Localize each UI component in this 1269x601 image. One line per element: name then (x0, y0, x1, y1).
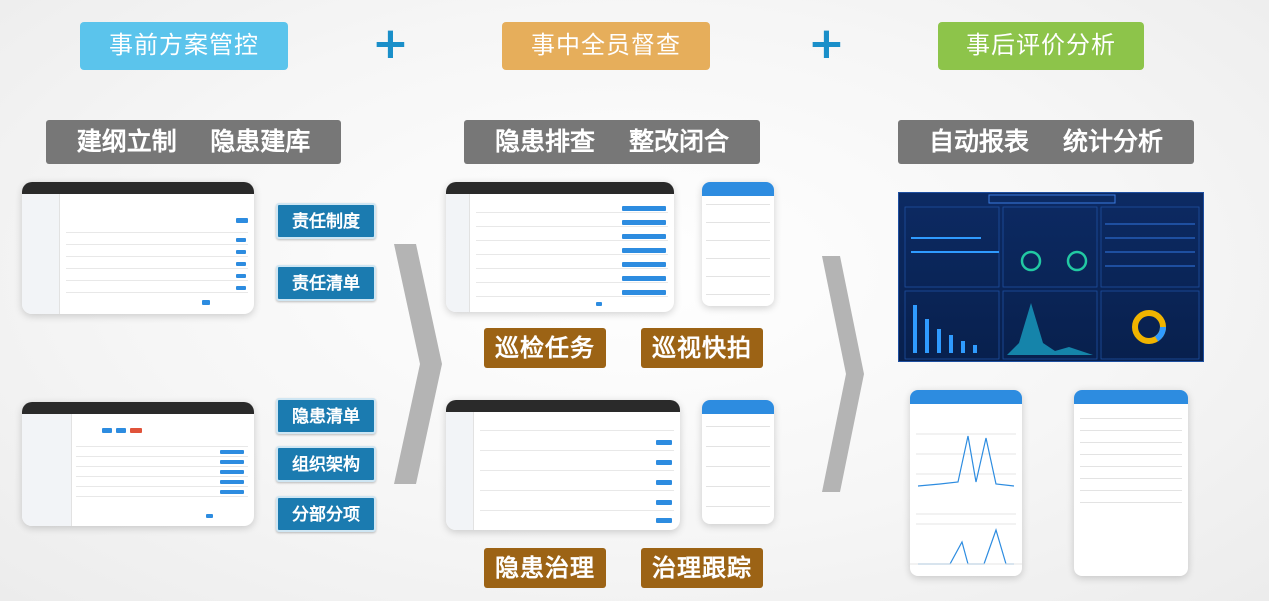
band-post-item: 自动报表 (928, 127, 1029, 156)
screenshot-statistics-dashboard (898, 192, 1204, 362)
band-mid: 隐患排查 整改闭合 (464, 120, 760, 164)
screenshot-hazard-list (22, 402, 254, 526)
tag-patrol-snapshot: 巡视快拍 (641, 328, 763, 368)
flow-arrow-icon (394, 244, 442, 484)
band-mid-item: 整改闭合 (628, 127, 729, 156)
band-pre-item: 隐患建库 (210, 127, 311, 156)
band-pre-item: 建纲立制 (76, 127, 177, 156)
band-mid-item: 隐患排查 (494, 127, 595, 156)
phase-pre-header: 事前方案管控 (80, 22, 288, 70)
band-post: 自动报表 统计分析 (898, 120, 1194, 164)
band-post-item: 统计分析 (1062, 127, 1163, 156)
phase-post-header: 事后评价分析 (938, 22, 1144, 70)
tag-responsibility-system: 责任制度 (276, 203, 376, 239)
tag-org-structure: 组织架构 (276, 446, 376, 482)
screenshot-inspection-tasks (446, 182, 674, 312)
screenshot-governance-tracking (702, 400, 774, 524)
tag-governance-tracking: 治理跟踪 (641, 548, 763, 588)
screenshot-mobile-report-list (1074, 390, 1188, 576)
tag-hazard-list: 隐患清单 (276, 398, 376, 434)
tag-inspection-task: 巡检任务 (484, 328, 606, 368)
tag-hazard-governance: 隐患治理 (484, 548, 606, 588)
band-pre: 建纲立制 隐患建库 (46, 120, 341, 164)
phase-mid-header: 事中全员督查 (502, 22, 710, 70)
plus-icon: + (808, 18, 845, 69)
screenshot-hazard-governance (446, 400, 680, 530)
screenshot-patrol-snapshot (702, 182, 774, 306)
plus-icon: + (372, 18, 409, 69)
flow-arrow-icon (822, 256, 864, 492)
tag-subsection: 分部分项 (276, 496, 376, 532)
tag-responsibility-list: 责任清单 (276, 265, 376, 301)
screenshot-responsibility-system (22, 182, 254, 314)
screenshot-mobile-trend-chart (910, 390, 1022, 576)
